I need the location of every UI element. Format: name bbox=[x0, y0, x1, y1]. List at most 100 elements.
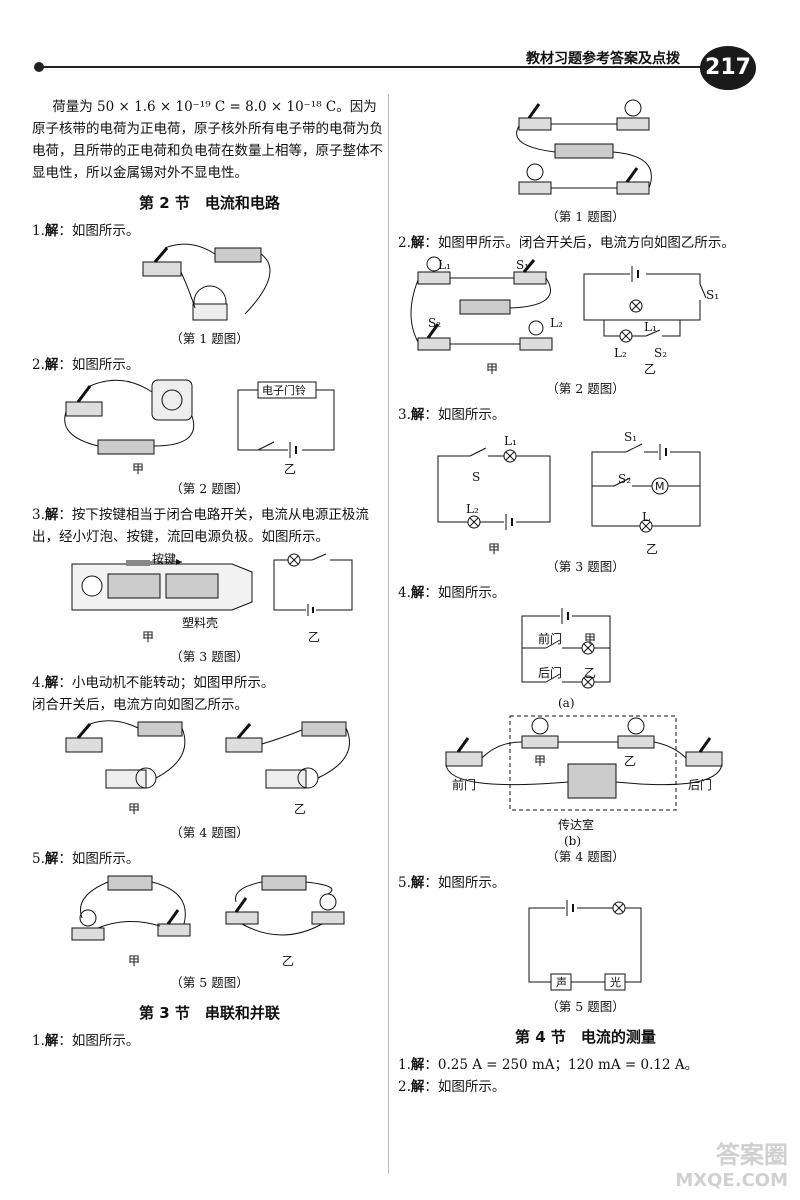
fig-b-L2: L₂ bbox=[614, 346, 627, 360]
s3-q3-fig-a bbox=[437, 447, 551, 530]
s2-q5-fig-b bbox=[225, 875, 345, 936]
s2-q4-figures: 甲 乙 bbox=[32, 716, 387, 820]
s2-q1-figure bbox=[142, 243, 270, 321]
fig-b-L1: L₁ bbox=[644, 320, 657, 334]
s3-q2-fig-b bbox=[583, 266, 707, 343]
watermark: 答案圈 MXQE.COM bbox=[675, 1142, 788, 1194]
s2-q4-label-a: 甲 bbox=[128, 802, 141, 816]
q4a-back: 后门 bbox=[538, 666, 563, 680]
s3-q1-caption: （第 1 题图） bbox=[546, 209, 625, 224]
s2-q5-figures: 甲 乙 bbox=[32, 870, 387, 970]
s3-q1: 1.解：如图所示。 bbox=[32, 1033, 140, 1049]
q3b-L: L bbox=[642, 510, 650, 524]
s2-q2-figures: 电子门铃 甲 乙 bbox=[32, 376, 387, 476]
s2-q2-label-b: 乙 bbox=[284, 462, 297, 476]
s2-q4-label-b: 乙 bbox=[294, 802, 307, 816]
s3-q2-caption: （第 2 题图） bbox=[546, 381, 625, 396]
q4a-jia: 甲 bbox=[584, 632, 597, 646]
page-number: 217 bbox=[700, 46, 756, 90]
s2-q2-label-a: 甲 bbox=[132, 462, 145, 476]
s2-q3: 3.解：按下按键相当于闭合电路开关，电流从电源正极流出，经小灯泡、按键，流回电源… bbox=[32, 507, 369, 545]
s3-q3: 3.解：如图所示。 bbox=[398, 407, 506, 423]
bell-label: 电子门铃 bbox=[262, 383, 306, 397]
s2-q5: 5.解：如图所示。 bbox=[32, 851, 140, 867]
s2-q2-fig-a bbox=[64, 379, 195, 455]
motor-symbol: M bbox=[655, 480, 665, 493]
fig-a-L2: L₂ bbox=[550, 316, 563, 330]
fig-a-S2: S₂ bbox=[428, 316, 442, 330]
s3-q3-caption: （第 3 题图） bbox=[546, 559, 625, 574]
light-switch-label: 光 bbox=[610, 975, 621, 989]
q4b-jia: 甲 bbox=[534, 754, 547, 768]
s2-q3-label-a: 甲 bbox=[142, 630, 155, 644]
fig-a-L1: L₁ bbox=[438, 258, 451, 272]
s3-q3-figures: S L₁ L₂ M S₁ S₂ L 甲 乙 bbox=[398, 426, 773, 556]
column-divider bbox=[388, 94, 389, 1174]
s2-q5-caption: （第 5 题图） bbox=[170, 975, 249, 990]
s4-q1: 1.解：0.25 A = 250 mA；120 mA = 0.12 A。 bbox=[398, 1057, 699, 1073]
q4-label-b: (b) bbox=[564, 834, 582, 848]
s2-q3-fig-b bbox=[273, 553, 353, 616]
q4b-front: 前门 bbox=[452, 778, 477, 792]
q4a-yi: 乙 bbox=[584, 666, 597, 680]
fig-b-S2: S₂ bbox=[654, 346, 668, 360]
q3a-L1: L₁ bbox=[504, 434, 517, 448]
q3b-S1: S₁ bbox=[624, 430, 638, 444]
section-2-title: 第 2 节 电流和电路 bbox=[139, 194, 280, 212]
header-title: 教材习题参考答案及点拨 bbox=[526, 51, 680, 67]
header-rule bbox=[38, 66, 708, 68]
s3-q1-figure bbox=[515, 99, 652, 195]
fig-a-S1: S₁ bbox=[516, 258, 530, 272]
s2-q5-label-a: 甲 bbox=[128, 954, 141, 968]
fig-b-S1: S₁ bbox=[706, 288, 720, 302]
s2-q4-fig-b bbox=[225, 721, 350, 789]
s2-q3-figures: 按键 塑料壳 甲 乙 bbox=[32, 548, 387, 644]
s3-q2-fig-a bbox=[410, 256, 553, 351]
q3b-S2: S₂ bbox=[618, 472, 632, 486]
s4-q2: 2.解：如图所示。 bbox=[398, 1079, 506, 1095]
s3-q5-figure: 声 光 bbox=[528, 900, 641, 991]
watermark-line2: MXQE.COM bbox=[675, 1170, 788, 1191]
s3-q4: 4.解：如图所示。 bbox=[398, 585, 506, 601]
s2-q1-caption: （第 1 题图） bbox=[170, 331, 249, 346]
s2-q5-label-b: 乙 bbox=[282, 954, 295, 968]
s3-q4-fig-a bbox=[521, 608, 611, 689]
s3-q4-fig-b bbox=[445, 715, 723, 811]
section-3-title: 第 3 节 串联和并联 bbox=[139, 1004, 280, 1022]
s2-q4-caption: （第 4 题图） bbox=[170, 825, 249, 840]
q4a-front: 前门 bbox=[538, 632, 563, 646]
s2-q2: 2.解：如图所示。 bbox=[32, 357, 140, 373]
s2-q1: 1.解：如图所示。 bbox=[32, 223, 140, 239]
s3-q2-label-a: 甲 bbox=[486, 362, 499, 376]
s3-q3-label-b: 乙 bbox=[646, 542, 659, 556]
intro-paragraph: 荷量为 50 × 1.6 × 10⁻¹⁹ C = 8.0 × 10⁻¹⁸ C。因… bbox=[32, 99, 383, 181]
s2-q3-fig-a bbox=[71, 559, 253, 611]
watermark-line1: 答案圈 bbox=[716, 1141, 788, 1169]
shell-label: 塑料壳 bbox=[182, 616, 219, 630]
q4-label-a: (a) bbox=[558, 696, 575, 710]
s3-q2-figures: L₁ S₁ S₂ L₂ S₁ L₁ L₂ S₂ 甲 乙 bbox=[398, 254, 773, 376]
key-label: 按键 bbox=[152, 552, 177, 566]
s2-q3-caption: （第 3 题图） bbox=[170, 649, 249, 664]
s2-q2-fig-b: 电子门铃 bbox=[237, 381, 335, 458]
q4b-yi: 乙 bbox=[624, 754, 637, 768]
s2-q4: 4.解：小电动机不能转动；如图甲所示。 bbox=[32, 675, 275, 691]
q4b-back: 后门 bbox=[688, 778, 713, 792]
s3-q5-caption: （第 5 题图） bbox=[546, 999, 625, 1014]
s3-q4-figures: 前门 甲 后门 乙 (a) 甲 乙 前门 后门 传达室 (b) bbox=[398, 604, 773, 848]
s3-q2-label-b: 乙 bbox=[644, 362, 657, 376]
s3-q4-caption: （第 4 题图） bbox=[546, 849, 625, 864]
s3-q5: 5.解：如图所示。 bbox=[398, 875, 506, 891]
s3-q3-label-a: 甲 bbox=[488, 542, 501, 556]
s2-q3-label-b: 乙 bbox=[308, 630, 321, 644]
left-column: 荷量为 50 × 1.6 × 10⁻¹⁹ C = 8.0 × 10⁻¹⁸ C。因… bbox=[32, 96, 387, 1052]
q3a-L2: L₂ bbox=[466, 502, 479, 516]
s3-q3-fig-b: M bbox=[591, 443, 701, 533]
sound-switch-label: 声 bbox=[556, 975, 567, 989]
s2-q2-caption: （第 2 题图） bbox=[170, 481, 249, 496]
q3a-S: S bbox=[472, 470, 481, 484]
s3-q2: 2.解：如图甲所示。闭合开关后，电流方向如图乙所示。 bbox=[398, 235, 735, 251]
q4b-room: 传达室 bbox=[558, 818, 595, 832]
s2-q4-fig-a bbox=[65, 720, 186, 789]
right-column: （第 1 题图） 2.解：如图甲所示。闭合开关后，电流方向如图乙所示。 L₁ S… bbox=[398, 96, 773, 1098]
